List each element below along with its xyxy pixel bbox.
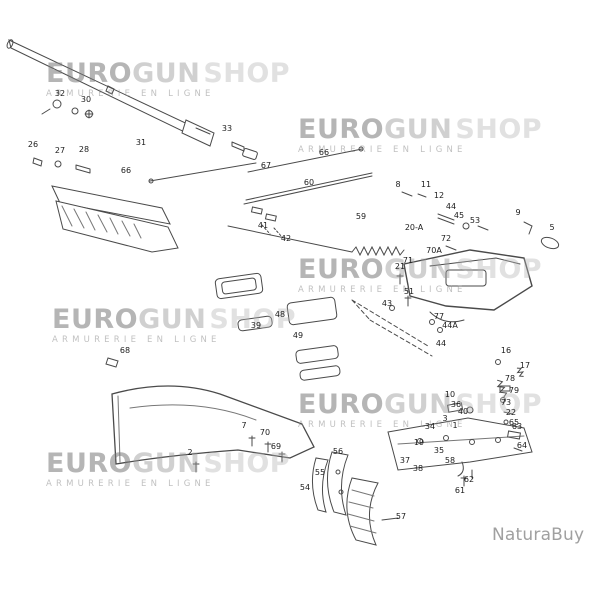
trigger-group bbox=[387, 359, 533, 487]
magazine-parts bbox=[214, 272, 433, 381]
forend bbox=[51, 185, 179, 253]
receiver bbox=[389, 249, 533, 333]
action-rods bbox=[148, 146, 405, 257]
barrel-assembly bbox=[6, 39, 258, 160]
buttplate-parts bbox=[312, 451, 399, 546]
bolt-parts bbox=[401, 191, 560, 251]
naturabuy-watermark: NaturaBuy bbox=[492, 525, 585, 545]
stock bbox=[105, 357, 315, 473]
small-parts-26-27-28 bbox=[32, 157, 91, 174]
